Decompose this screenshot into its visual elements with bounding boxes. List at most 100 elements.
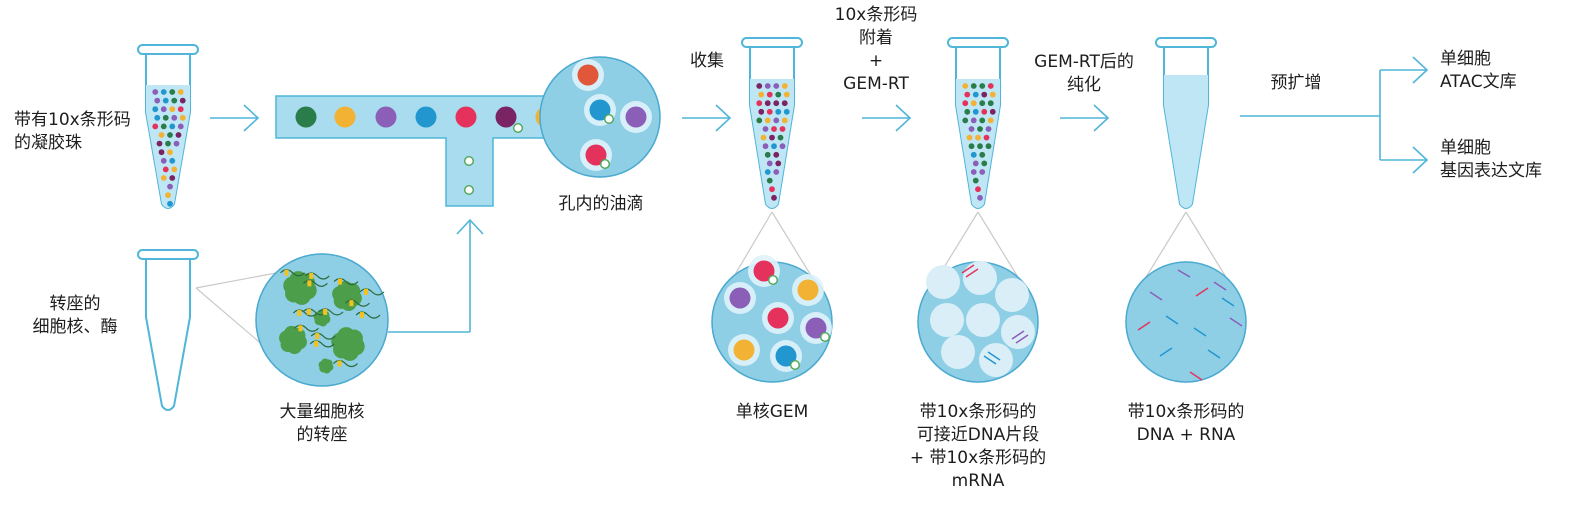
gel-bead xyxy=(415,106,437,128)
bead-dot xyxy=(983,134,990,141)
bead-dot xyxy=(160,123,167,130)
bead-dot xyxy=(773,151,780,158)
barcoded-fragment xyxy=(961,264,975,274)
gem-droplet xyxy=(926,265,960,299)
barcoded-fragment xyxy=(1015,334,1029,344)
dna-strand xyxy=(280,269,305,277)
bead-dot xyxy=(160,89,167,95)
tube-cap xyxy=(1155,37,1217,48)
bead-dot xyxy=(781,100,788,107)
label-single-nucleus-gem: 单核GEM xyxy=(735,402,809,422)
nucleus-marker xyxy=(464,155,475,166)
bead-dot xyxy=(975,186,981,193)
right-arrow-icon xyxy=(1060,104,1110,132)
gel-bead xyxy=(589,99,611,121)
dna-strand xyxy=(333,278,359,286)
bead-dot xyxy=(972,177,979,184)
bead-dot xyxy=(154,114,161,121)
bead-dot xyxy=(972,160,979,167)
bead-dot xyxy=(977,143,983,150)
bead-dot xyxy=(162,97,169,104)
bead-dot xyxy=(764,151,771,158)
bead-dot xyxy=(152,123,159,130)
bead-dot xyxy=(981,108,988,115)
dna-strand xyxy=(310,332,336,340)
transposase-mark xyxy=(284,269,289,276)
gel-bead xyxy=(753,260,775,282)
bead-dot xyxy=(773,83,780,89)
bead-dot xyxy=(771,126,777,132)
bead-dot xyxy=(771,143,777,150)
tube-liquid xyxy=(1164,75,1208,208)
barcoded-molecule xyxy=(1221,297,1235,307)
right-arrow-icon xyxy=(862,104,912,132)
gel-bead xyxy=(775,345,797,367)
dna-strand xyxy=(309,340,335,348)
bead-dot xyxy=(764,83,771,89)
tube-body xyxy=(145,258,191,411)
bead-dot xyxy=(779,143,786,150)
bead-dot xyxy=(177,89,184,95)
bead-dot xyxy=(985,126,992,132)
transposase-mark xyxy=(323,308,328,315)
nucleus-blob xyxy=(290,327,306,343)
bead-dot xyxy=(766,91,773,98)
gel-bead xyxy=(733,339,755,361)
dna-rna-circle xyxy=(1125,261,1247,383)
bead-dot xyxy=(179,97,186,104)
test-tube-icon xyxy=(137,44,199,209)
bead-dot xyxy=(173,140,180,147)
barcoded-molecule xyxy=(1213,281,1227,291)
bead-dot xyxy=(152,106,159,113)
nucleus-blob xyxy=(344,283,361,300)
bead-dot xyxy=(781,117,788,124)
bead-dot xyxy=(160,175,167,181)
barcoded-molecule xyxy=(1207,349,1221,359)
label-barcode-attach: 10x条形码附着+GEM-RT xyxy=(834,5,918,94)
gem-droplet xyxy=(930,303,964,337)
bead-dot xyxy=(158,149,165,156)
nucleus-marker xyxy=(600,158,611,169)
bead-dot xyxy=(781,83,788,89)
bead-dot xyxy=(773,100,780,107)
bead-dot xyxy=(764,100,771,107)
bead-dot xyxy=(760,134,767,141)
bead-dot xyxy=(758,91,765,98)
bead-dot xyxy=(165,140,171,147)
bead-dot xyxy=(773,117,780,124)
transposase-mark xyxy=(337,360,342,367)
bead-dot xyxy=(758,108,765,115)
bead-dot xyxy=(972,91,979,98)
up-arrow-icon xyxy=(456,218,484,332)
gem-droplet xyxy=(966,303,1000,337)
gem-droplet xyxy=(963,261,997,295)
barcoded-molecule xyxy=(1195,287,1209,297)
nucleus-marker xyxy=(604,113,615,124)
bead-dot xyxy=(979,169,986,175)
bead-dot xyxy=(169,106,176,113)
bead-dot xyxy=(771,194,777,201)
bead-dot xyxy=(975,134,981,141)
bead-dot xyxy=(783,108,790,115)
gel-bead xyxy=(797,279,819,301)
label-collect: 收集 xyxy=(690,51,724,71)
dna-strand xyxy=(318,308,344,316)
dna-strand xyxy=(355,311,381,319)
transposase-mark xyxy=(297,310,302,317)
dna-strand xyxy=(293,324,319,332)
bead-dot xyxy=(167,149,173,156)
dna-strand xyxy=(302,279,328,287)
bead-dot xyxy=(987,100,994,107)
bead-dot xyxy=(160,157,167,164)
bead-dot xyxy=(970,169,977,175)
bead-dot xyxy=(169,123,176,130)
transposase-mark xyxy=(338,278,343,285)
bead-dot xyxy=(171,166,178,173)
gem-droplet xyxy=(1001,315,1035,349)
bead-dot xyxy=(968,143,975,150)
transposase-mark xyxy=(298,325,303,332)
